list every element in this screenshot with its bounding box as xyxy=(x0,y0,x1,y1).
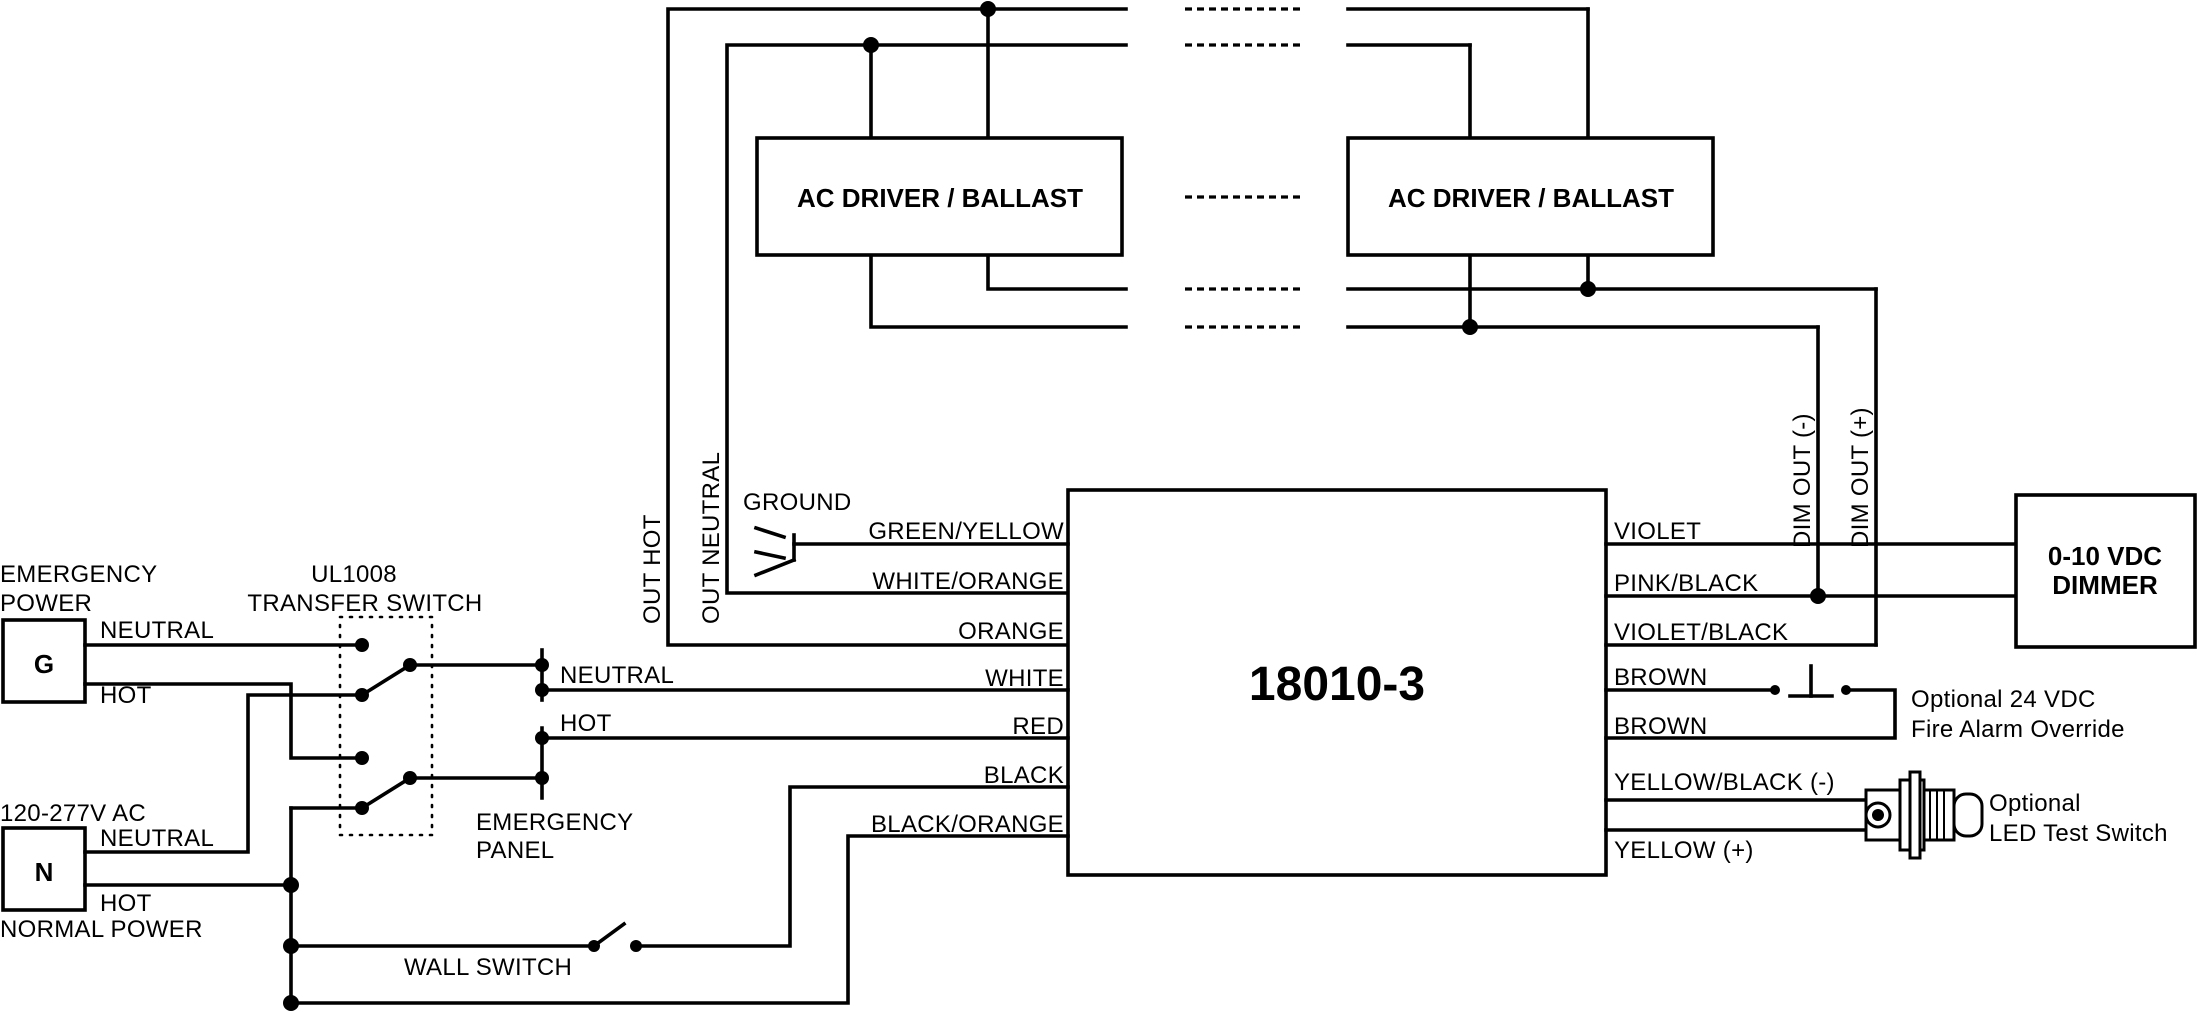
source-wiring xyxy=(83,643,596,1011)
transfer-switch: UL1008 TRANSFER SWITCH xyxy=(247,561,544,837)
module-box xyxy=(1066,488,1608,877)
out-hot-wire xyxy=(666,7,1128,647)
driver-right-box xyxy=(1346,136,1715,257)
wire-label-black: BLACK xyxy=(984,762,1064,789)
dim-out-neg-label: DIM OUT (-) xyxy=(1789,413,1816,548)
normal-box xyxy=(1,826,87,912)
wire-label-pink-black: PINK/BLACK xyxy=(1614,570,1758,597)
emergency-panel-label-line1: EMERGENCY xyxy=(476,809,633,836)
fire-alarm-label-line1: Optional 24 VDC xyxy=(1911,686,2096,713)
emergency-power-label-line1: EMERGENCY xyxy=(0,561,157,588)
fire-alarm-switch: Optional 24 VDC Fire Alarm Override xyxy=(1770,664,2125,743)
driver-left-box xyxy=(755,136,1124,257)
panel-neutral-label: NEUTRAL xyxy=(560,662,674,689)
ground-label: GROUND xyxy=(743,489,851,516)
wire-label-white: WHITE xyxy=(985,665,1064,692)
out-neutral-label: OUT NEUTRAL xyxy=(698,452,725,624)
out-neutral-wire xyxy=(725,43,1128,595)
wire-label-black-orange: BLACK/ORANGE xyxy=(871,811,1064,838)
dimmer-label-line1: 0-10 VDC xyxy=(2048,541,2162,571)
emergency-panel: NEUTRAL HOT EMERGENCY PANEL xyxy=(476,648,674,864)
dim-out-pos-wire xyxy=(986,253,1128,291)
normal-hot-label: HOT xyxy=(100,890,152,917)
transfer-switch-label-line2: TRANSFER SWITCH xyxy=(247,590,482,617)
normal-symbol: N xyxy=(35,857,54,887)
emergency-power-source: G EMERGENCY POWER NEUTRAL HOT xyxy=(0,561,214,709)
test-switch-label-line1: Optional xyxy=(1989,790,2081,817)
module-right-wires xyxy=(1604,542,2018,832)
generator-box xyxy=(1,618,87,704)
out-hot-label: OUT HOT xyxy=(639,514,666,624)
dim-out-neg-wire xyxy=(869,253,1128,329)
emergency-panel-label-line2: PANEL xyxy=(476,837,554,864)
test-switch-label-line2: LED Test Switch xyxy=(1989,820,2168,847)
wire-label-orange: ORANGE xyxy=(958,618,1064,645)
emergency-neutral-label: NEUTRAL xyxy=(100,617,214,644)
driver-left-label: AC DRIVER / BALLAST xyxy=(797,183,1083,213)
driver-left: AC DRIVER / BALLAST xyxy=(755,136,1124,257)
wire-label-yellow-black: YELLOW/BLACK (-) xyxy=(1614,769,1835,796)
main-module: 18010-3 xyxy=(1066,488,1608,877)
wire-label-violet: VIOLET xyxy=(1614,518,1701,545)
module-left-wires: GROUND xyxy=(289,489,1070,1005)
led-test-switch-icon: Optional LED Test Switch xyxy=(1864,770,2168,860)
driver-bus-wires xyxy=(666,1,1878,647)
wire-label-white-orange: WHITE/ORANGE xyxy=(872,568,1064,595)
wire-label-brown-2: BROWN xyxy=(1614,713,1708,740)
wire-label-green-yellow: GREEN/YELLOW xyxy=(868,518,1064,545)
dimmer: 0-10 VDC DIMMER xyxy=(2014,493,2197,649)
panel-hot-label: HOT xyxy=(560,710,612,737)
wire-label-violet-black: VIOLET/BLACK xyxy=(1614,619,1788,646)
wire-label-brown-1: BROWN xyxy=(1614,664,1708,691)
driver-right: AC DRIVER / BALLAST xyxy=(1346,136,1715,257)
transfer-switch-label-line1: UL1008 xyxy=(311,561,397,588)
ground-symbol xyxy=(753,525,797,578)
transfer-switch-enclosure xyxy=(338,615,434,837)
driver-right-label: AC DRIVER / BALLAST xyxy=(1388,183,1674,213)
dimmer-box xyxy=(2014,493,2197,649)
normal-power-label: NORMAL POWER xyxy=(0,916,203,943)
dim-out-pos-label: DIM OUT (+) xyxy=(1847,407,1874,548)
right-wire-labels: VIOLET PINK/BLACK VIOLET/BLACK BROWN BRO… xyxy=(1614,518,1835,864)
wire-label-red: RED xyxy=(1012,713,1064,740)
normal-neutral-label: NEUTRAL xyxy=(100,825,214,852)
fire-alarm-label-line2: Fire Alarm Override xyxy=(1911,716,2125,743)
module-title: 18010-3 xyxy=(1249,658,1425,711)
dimmer-label-line2: DIMMER xyxy=(2052,570,2158,600)
normal-voltage-label: 120-277V AC xyxy=(0,800,146,827)
normal-power-source: N 120-277V AC NEUTRAL HOT NORMAL POWER xyxy=(0,800,214,943)
emergency-power-label-line2: POWER xyxy=(0,590,92,617)
emergency-hot-label: HOT xyxy=(100,682,152,709)
generator-symbol: G xyxy=(34,649,54,679)
wall-switch: WALL SWITCH xyxy=(404,921,642,981)
left-wire-labels: GREEN/YELLOW WHITE/ORANGE ORANGE WHITE R… xyxy=(868,518,1064,838)
wire-label-yellow: YELLOW (+) xyxy=(1614,837,1754,864)
wall-switch-label: WALL SWITCH xyxy=(404,954,572,981)
